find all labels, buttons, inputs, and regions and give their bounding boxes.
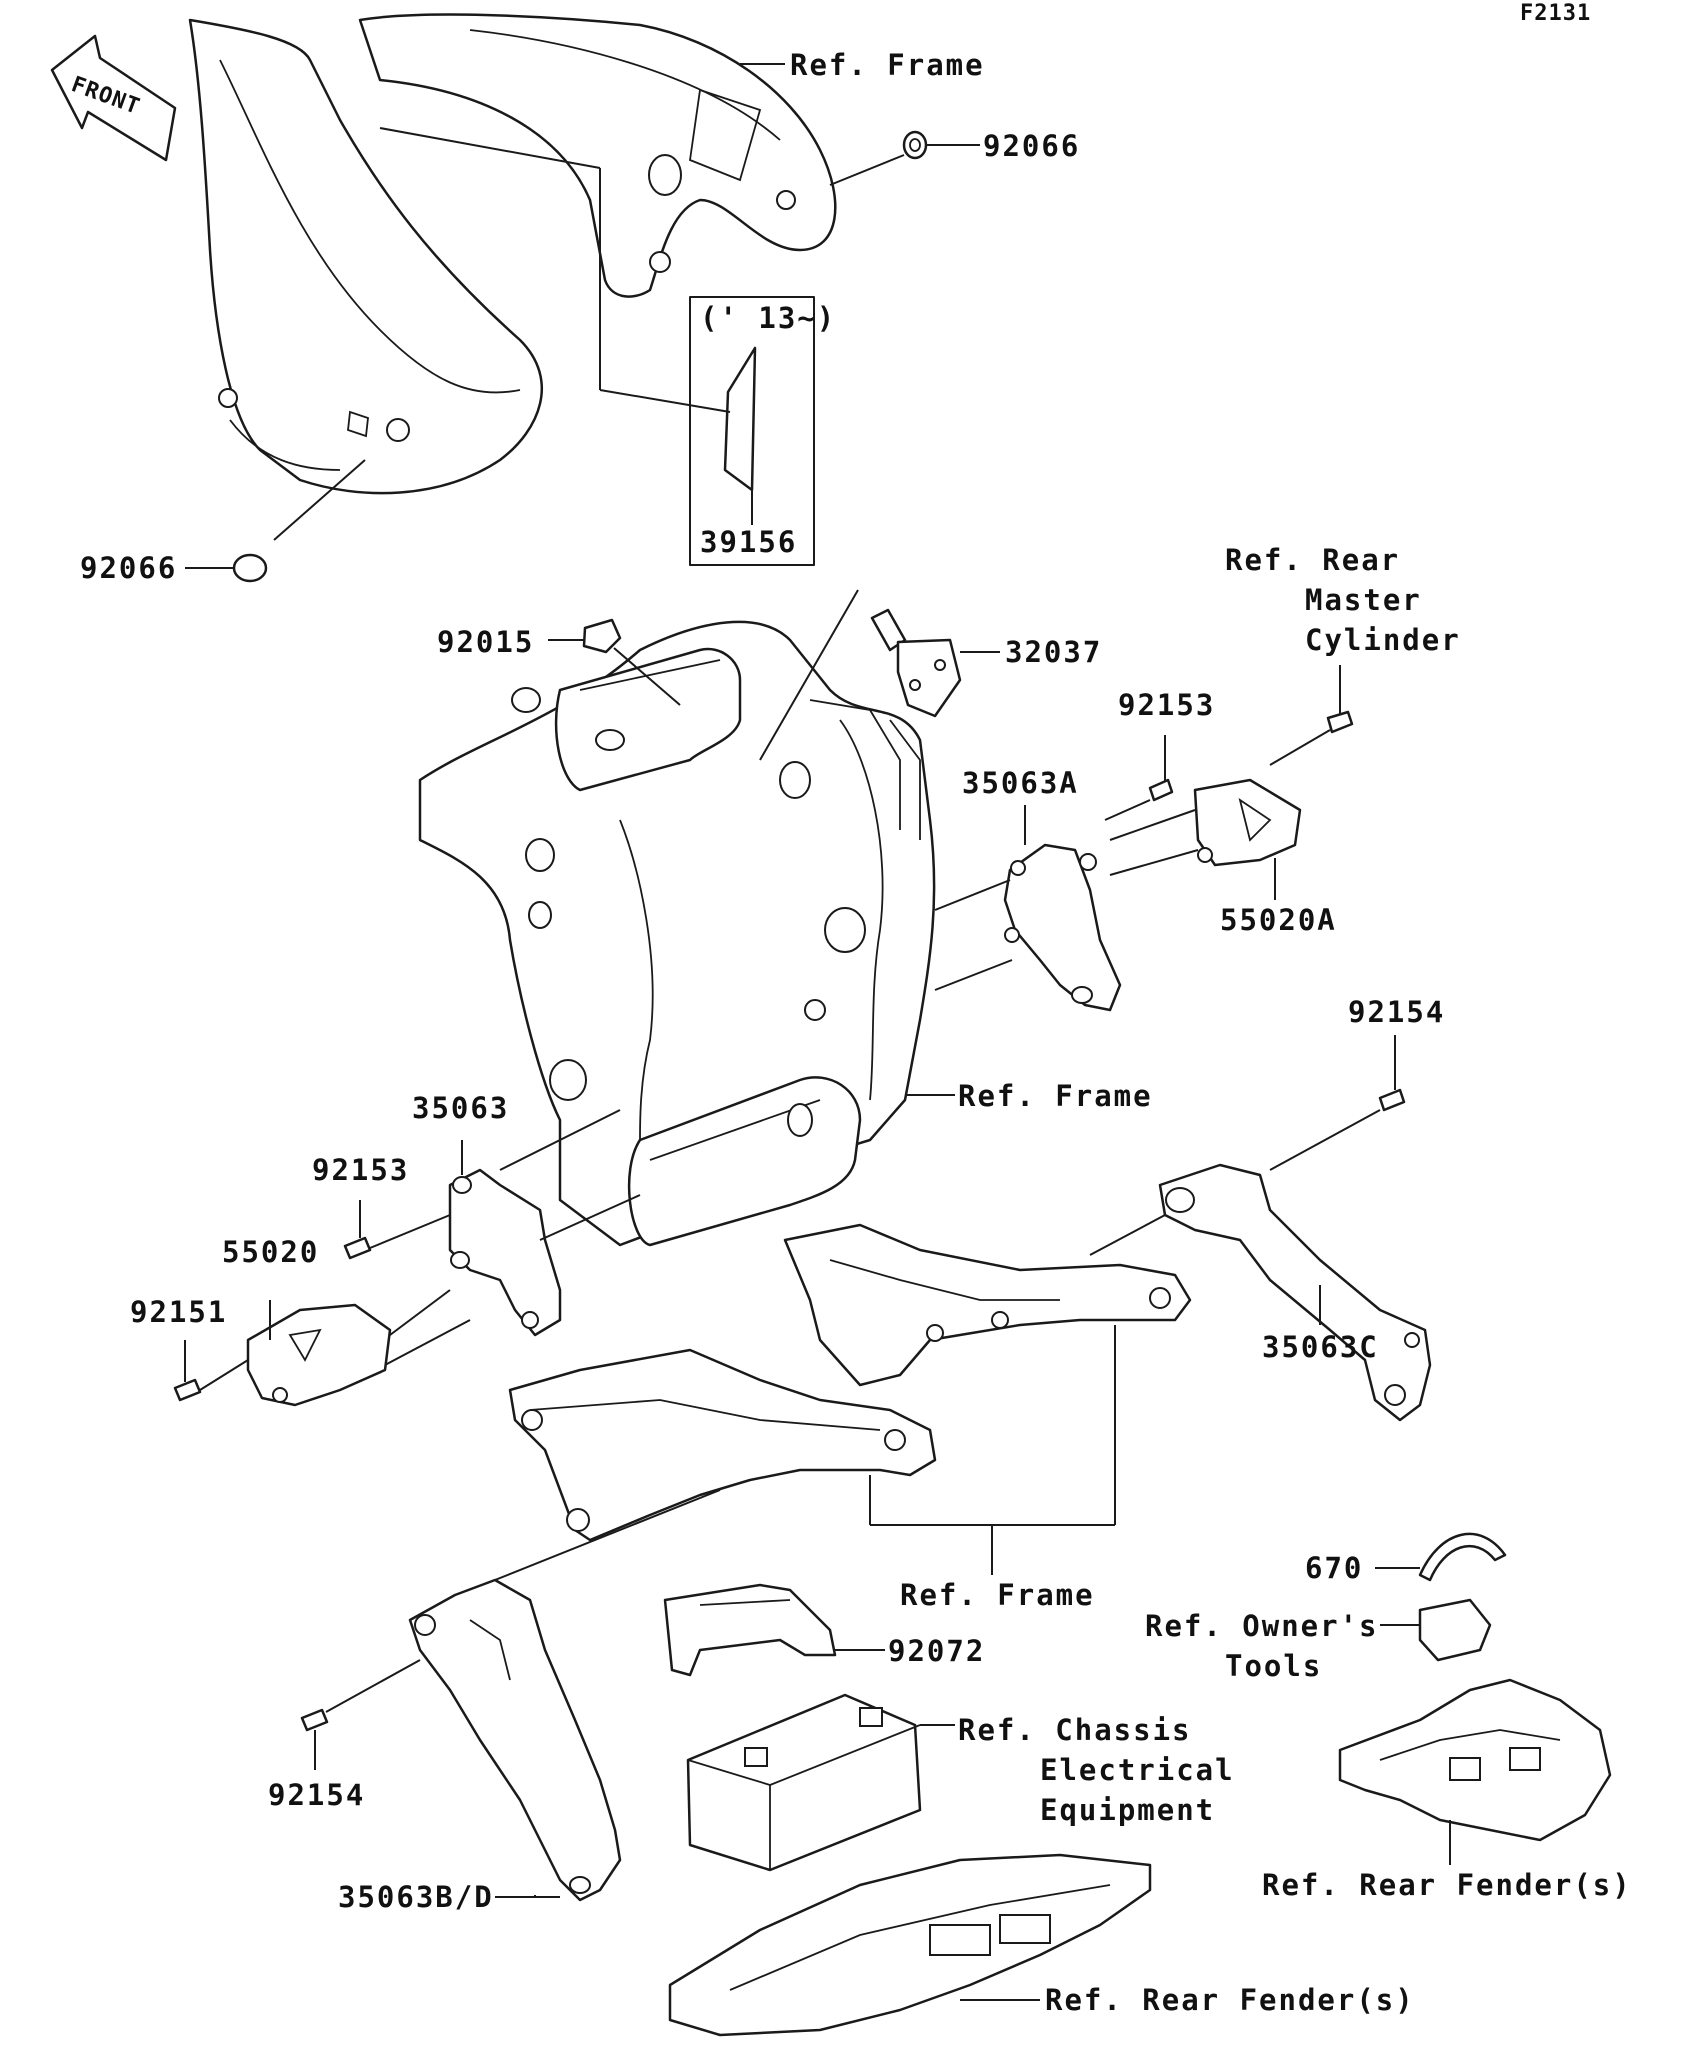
bracket-32037 bbox=[759, 589, 1000, 761]
ref-chassis-electrical-line1: Ref. Chassis bbox=[958, 1713, 1192, 1747]
bolt-92154-right bbox=[1269, 1035, 1406, 1171]
part-35063BD-label: 35063B/D bbox=[338, 1880, 494, 1914]
ref-rear-fender-right-label: Ref. Rear Fender(s) bbox=[1262, 1868, 1632, 1902]
rear-subframe-drawing bbox=[508, 1223, 1192, 1575]
part-92015-label: 92015 bbox=[437, 625, 534, 659]
part-670-label: 670 bbox=[1305, 1551, 1363, 1585]
ref-frame-top-label: Ref. Frame bbox=[790, 48, 985, 82]
battery-drawing bbox=[686, 1693, 955, 1872]
part-92153-right-label: 92153 bbox=[1118, 688, 1215, 722]
ref-owners-tools-line1: Ref. Owner's bbox=[1145, 1609, 1379, 1643]
bracket-35063A bbox=[934, 805, 1122, 1012]
grommet-92066-top bbox=[829, 130, 980, 186]
part-55020-label: 55020 bbox=[222, 1235, 319, 1269]
part-92066-left-label: 92066 bbox=[80, 551, 177, 585]
part-92066-top-label: 92066 bbox=[983, 129, 1080, 163]
bolt-92153-right bbox=[1104, 735, 1174, 821]
rear-fender-bottom-drawing bbox=[668, 1853, 1152, 2037]
bracket-35063 bbox=[448, 1109, 641, 1337]
ref-rear-master-cylinder-line2: Master bbox=[1305, 583, 1422, 617]
bolt-92154-left bbox=[300, 1659, 421, 1770]
part-32037-label: 32037 bbox=[1005, 635, 1102, 669]
ref-owners-tools-line2: Tools bbox=[1225, 1649, 1322, 1683]
bolt-rear-master bbox=[1269, 665, 1354, 766]
grommet-92066-left bbox=[185, 459, 366, 583]
bracket-35063C bbox=[1089, 1163, 1432, 1422]
frame-fairing-drawing bbox=[188, 13, 837, 495]
guard-55020 bbox=[246, 1289, 471, 1407]
part-35063C-label: 35063C bbox=[1262, 1330, 1379, 1364]
bolt-92151 bbox=[173, 1340, 249, 1402]
ref-chassis-electrical-line3: Equipment bbox=[1040, 1793, 1215, 1827]
bracket-35063BD bbox=[408, 1489, 721, 1902]
part-92151-label: 92151 bbox=[130, 1295, 227, 1329]
ref-rear-master-cylinder-line1: Ref. Rear bbox=[1225, 543, 1400, 577]
part-35063A-label: 35063A bbox=[962, 766, 1079, 800]
part-35063-label: 35063 bbox=[412, 1091, 509, 1125]
ref-chassis-electrical-line2: Electrical bbox=[1040, 1753, 1235, 1787]
part-92154-right-label: 92154 bbox=[1348, 995, 1445, 1029]
variant-note: (' 13~) bbox=[700, 301, 836, 335]
ref-rear-fender-bottom-label: Ref. Rear Fender(s) bbox=[1045, 1983, 1415, 2017]
main-frame-drawing bbox=[418, 620, 936, 1247]
nut-92015 bbox=[548, 618, 681, 706]
part-92154-left-label: 92154 bbox=[268, 1778, 365, 1812]
ref-rear-master-cylinder-line3: Cylinder bbox=[1305, 623, 1461, 657]
part-92153-left-label: 92153 bbox=[312, 1153, 409, 1187]
rear-fender-right-drawing bbox=[1338, 1678, 1612, 1865]
strap-92072 bbox=[663, 1583, 885, 1677]
band-670 bbox=[1375, 1532, 1507, 1582]
part-39156-label: 39156 bbox=[700, 525, 797, 559]
owners-tools-drawing bbox=[1380, 1598, 1492, 1662]
label-39156-box bbox=[379, 127, 815, 566]
part-92072-label: 92072 bbox=[888, 1634, 985, 1668]
ref-frame-mid-label: Ref. Frame bbox=[958, 1079, 1153, 1113]
front-direction-arrow: FRONT bbox=[50, 34, 177, 162]
ref-frame-bottom-label: Ref. Frame bbox=[900, 1578, 1095, 1612]
figure-code: F2131 bbox=[1520, 1, 1591, 26]
guard-55020A bbox=[1109, 778, 1302, 900]
part-55020A-label: 55020A bbox=[1220, 903, 1337, 937]
bolt-92153-left bbox=[343, 1200, 451, 1260]
